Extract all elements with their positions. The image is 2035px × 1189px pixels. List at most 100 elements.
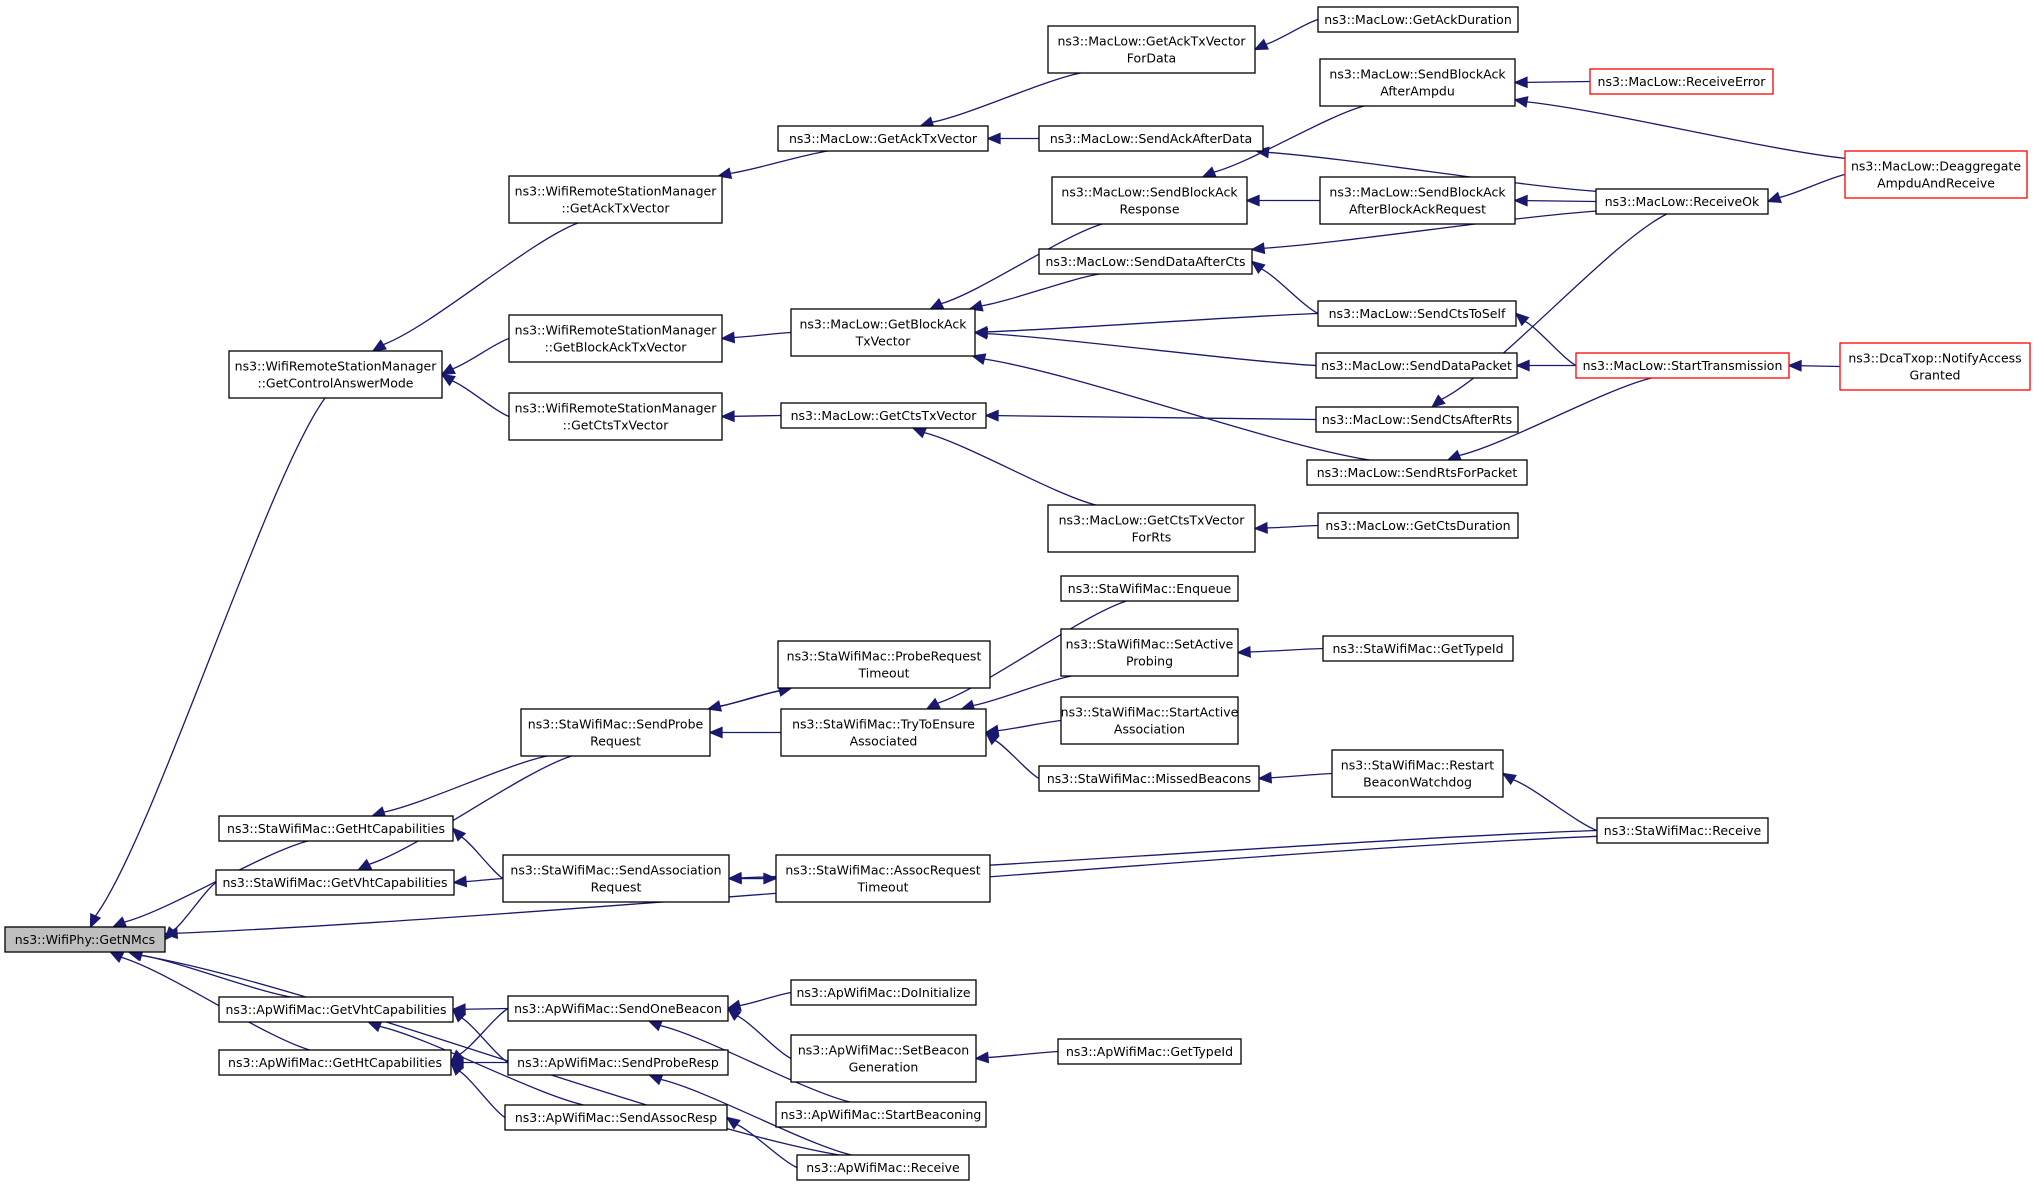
node-label: ns3::ApWifiMac::DoInitialize (796, 985, 970, 1000)
node-box (1038, 248, 1253, 275)
node-ml_sdac[interactable]: ns3::MacLow::SendDataAfterCts (1038, 248, 1253, 275)
node-ml_gctv[interactable]: ns3::MacLow::GetCtsTxVector (780, 402, 987, 429)
node-label: ns3::MacLow::GetAckTxVector (1057, 34, 1246, 49)
arrowhead-icon (1236, 645, 1251, 658)
node-box (1057, 1038, 1242, 1065)
node-ap_rx[interactable]: ns3::ApWifiMac::Receive (796, 1154, 970, 1181)
node-ml_sdp[interactable]: ns3::MacLow::SendDataPacket (1315, 352, 1518, 379)
node-ml_scts[interactable]: ns3::MacLow::SendCtsToSelf (1317, 300, 1517, 327)
node-box (1322, 635, 1514, 662)
node-label: ns3::WifiRemoteStationManager (515, 401, 718, 416)
node-ml_gbatv[interactable]: ns3::MacLow::GetBlockAckTxVector (790, 308, 976, 357)
node-ap_di[interactable]: ns3::ApWifiMac::DoInitialize (790, 979, 977, 1006)
arrowhead-icon (727, 871, 742, 884)
node-ap_gti[interactable]: ns3::ApWifiMac::GetTypeId (1057, 1038, 1242, 1065)
edge-line (659, 1024, 851, 1103)
call-edge-ml_st-to-ml_scts (1514, 312, 1577, 367)
node-label: ns3::ApWifiMac::Receive (806, 1160, 960, 1175)
node-label: ::GetCtsTxVector (563, 418, 670, 433)
call-edge-sta_rx-to-sta_rbw (1501, 772, 1598, 832)
node-ml_srfp[interactable]: ns3::MacLow::SendRtsForPacket (1306, 459, 1528, 486)
node-box (1844, 150, 2028, 199)
node-sta_ghtc[interactable]: ns3::StaWifiMac::GetHtCapabilities (218, 815, 454, 842)
node-label: ns3::StaWifiMac::MissedBeacons (1047, 771, 1251, 786)
node-label: ns3::StaWifiMac::GetVhtCapabilities (222, 875, 447, 890)
node-ml_gcd[interactable]: ns3::MacLow::GetCtsDuration (1317, 512, 1519, 539)
call-edge-ml_re-to-ml_sbaaa (1513, 76, 1591, 89)
node-sta_enq[interactable]: ns3::StaWifiMac::Enqueue (1060, 575, 1239, 602)
node-label: BeaconWatchdog (1363, 775, 1472, 790)
node-ap_ghtc[interactable]: ns3::ApWifiMac::GetHtCapabilities (218, 1049, 452, 1076)
edge-line (1261, 268, 1319, 315)
edge-line (1526, 199, 1597, 203)
node-wrsm_gbatv[interactable]: ns3::WifiRemoteStationManager::GetBlockA… (508, 314, 723, 363)
node-ml_st[interactable]: ns3::MacLow::StartTransmission (1575, 352, 1790, 379)
node-box (775, 854, 991, 903)
arrowhead-icon (440, 363, 456, 376)
node-ml_rok[interactable]: ns3::MacLow::ReceiveOk (1595, 188, 1769, 215)
node-box (1051, 176, 1248, 225)
node-box (790, 979, 977, 1006)
node-box (508, 314, 723, 363)
node-box (1589, 68, 1774, 95)
arrowhead-icon (371, 339, 387, 352)
edge-line (1526, 101, 1846, 159)
node-box (1317, 300, 1517, 327)
node-wrsm_gcam[interactable]: ns3::WifiRemoteStationManager::GetContro… (228, 350, 443, 399)
node-wrsm_gctv[interactable]: ns3::WifiRemoteStationManager::GetCtsTxV… (508, 392, 723, 441)
arrowhead-icon (968, 299, 984, 312)
node-ap_sar[interactable]: ns3::ApWifiMac::SendAssocResp (504, 1104, 728, 1131)
node-box (777, 125, 989, 152)
node-ml_gad[interactable]: ns3::MacLow::GetAckDuration (1317, 6, 1519, 33)
node-root[interactable]: ns3::WifiPhy::GetNMcs (4, 926, 166, 953)
call-edge-wrsm_gcam-to-root (89, 397, 326, 929)
node-label: ns3::ApWifiMac::GetHtCapabilities (228, 1055, 442, 1070)
node-ap_sob[interactable]: ns3::ApWifiMac::SendOneBeacon (507, 995, 729, 1022)
node-ml_gatv[interactable]: ns3::MacLow::GetAckTxVector (777, 125, 989, 152)
call-edge-ml_sdp-to-ml_gbatv (973, 327, 1317, 367)
node-sta_gvhtc[interactable]: ns3::StaWifiMac::GetVhtCapabilities (215, 869, 455, 896)
edge-line (733, 414, 782, 417)
node-label: Timeout (857, 666, 909, 681)
call-edge-sta_sar-to-sta_ghtc (451, 827, 504, 880)
node-label: ns3::StaWifiMac::GetTypeId (1332, 641, 1503, 656)
nodes-layer: ns3::WifiPhy::GetNMcs ns3::WifiRemoteStat… (4, 6, 2031, 1181)
arrowhead-icon (1257, 771, 1273, 784)
node-sta_gti[interactable]: ns3::StaWifiMac::GetTypeId (1322, 635, 1514, 662)
edge-line (1270, 772, 1333, 779)
edge-line (973, 675, 1072, 707)
edge-line (379, 1025, 584, 1106)
node-sta_rx[interactable]: ns3::StaWifiMac::Receive (1596, 817, 1769, 844)
node-ap_gvhtc[interactable]: ns3::ApWifiMac::GetVhtCapabilities (218, 996, 454, 1023)
node-label: AfterAmpdu (1380, 84, 1455, 99)
node-wrsm_gatv[interactable]: ns3::WifiRemoteStationManager::GetAckTxV… (508, 175, 723, 224)
node-sta_mb[interactable]: ns3::StaWifiMac::MissedBeacons (1038, 765, 1260, 792)
node-label: ns3::StaWifiMac::Enqueue (1068, 581, 1232, 596)
node-ml_sbaabar[interactable]: ns3::MacLow::SendBlockAckAfterBlockAckRe… (1319, 176, 1516, 225)
node-ml_re[interactable]: ns3::MacLow::ReceiveError (1589, 68, 1774, 95)
node-ml_scar[interactable]: ns3::MacLow::SendCtsAfterRts (1315, 406, 1519, 433)
call-edge-sta_sar-to-sta_gvhtc (452, 875, 504, 888)
node-ml_saad[interactable]: ns3::MacLow::SendAckAfterData (1038, 125, 1264, 152)
node-label: ns3::MacLow::SendAckAfterData (1050, 131, 1252, 146)
call-edge-ml_rok-to-ml_sbaabar (1513, 194, 1597, 207)
node-ap_spr[interactable]: ns3::ApWifiMac::SendProbeResp (507, 1049, 729, 1076)
call-edge-ml_dar-to-ml_sbaaa (1513, 96, 1846, 159)
node-ap_sb[interactable]: ns3::ApWifiMac::StartBeaconing (775, 1101, 987, 1128)
node-label: Association (1114, 722, 1185, 737)
